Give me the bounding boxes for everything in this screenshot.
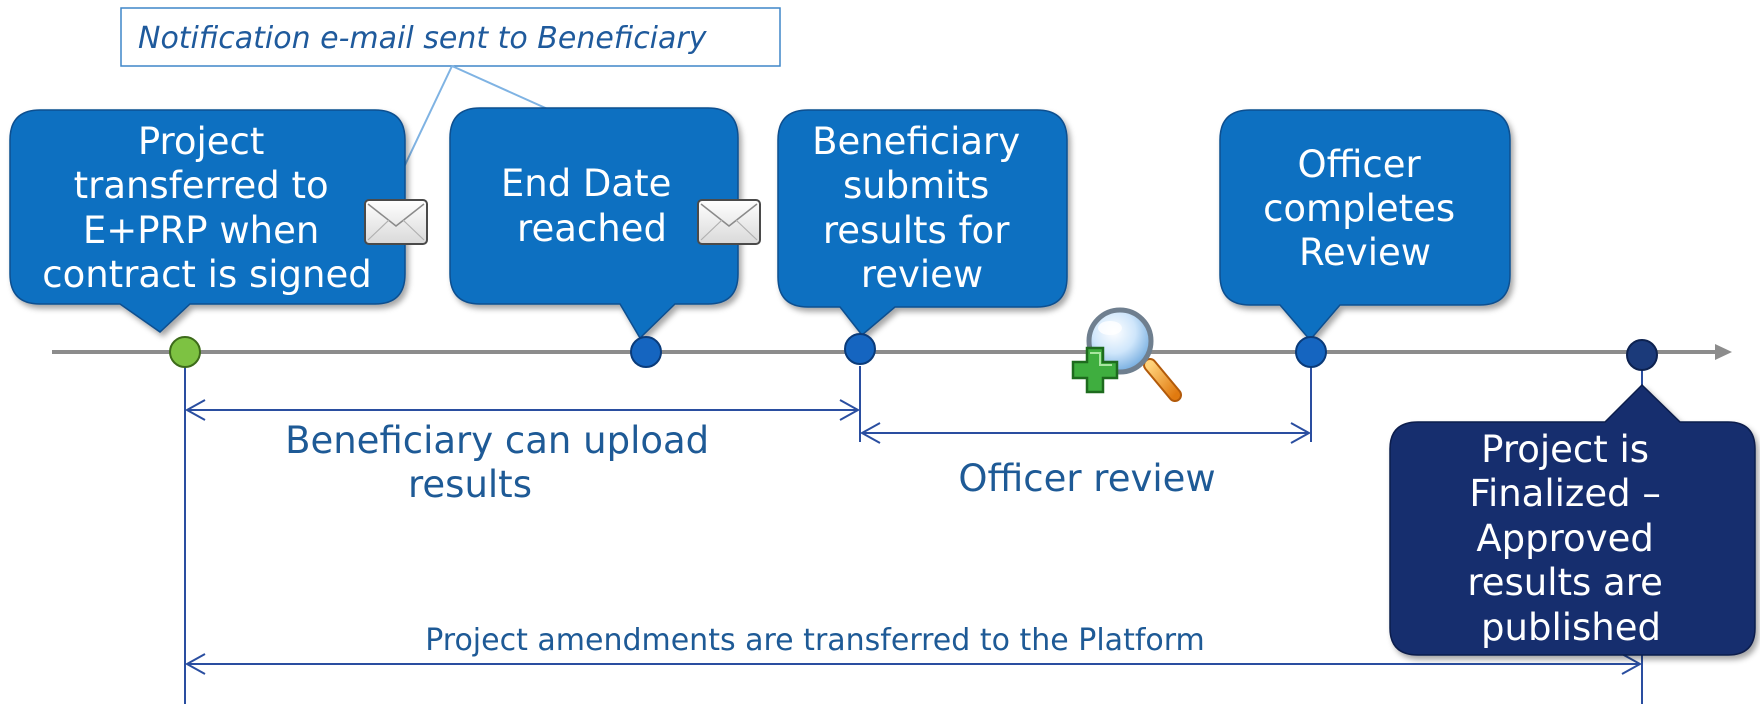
envelope-icon [697,199,761,245]
milestone-start [169,336,201,368]
callout-end-date [449,107,739,340]
milestone-final [1626,339,1658,371]
span-amendments [184,653,1643,675]
notification-note: Notification e-mail sent to Beneficiary [120,7,781,191]
span-officer-review [859,422,1312,444]
span-upload-text: Beneficiary can upload results [285,419,721,506]
callout-submit [777,109,1068,337]
milestone-end-date [630,336,662,368]
callout-end-date-text: End Date reached [501,162,683,250]
callout-transfer-text: Project transferred to E+PRP when contra… [42,120,372,296]
callout-finalized [1389,383,1756,656]
span-upload [184,399,861,421]
callout-finalized-text: Project is Finalized – Approved results … [1467,428,1674,649]
envelope-icon [364,199,428,245]
callout-submit-text: Beneficiary submits results for review [812,120,1032,296]
callout-review-complete [1219,109,1511,342]
span-amendments-text: Project amendments are transferred to th… [425,623,1205,658]
callout-review-complete-text: Officer completes Review [1263,143,1467,274]
span-officer-review-text: Officer review [958,457,1215,500]
milestone-review [1295,336,1327,368]
callout-transfer [9,109,406,333]
milestone-submit [844,333,876,365]
notification-note-text: Notification e-mail sent to Beneficiary [138,21,708,56]
magnifier-plus-icon [1071,307,1182,402]
timeline-arrowhead [1715,344,1732,360]
